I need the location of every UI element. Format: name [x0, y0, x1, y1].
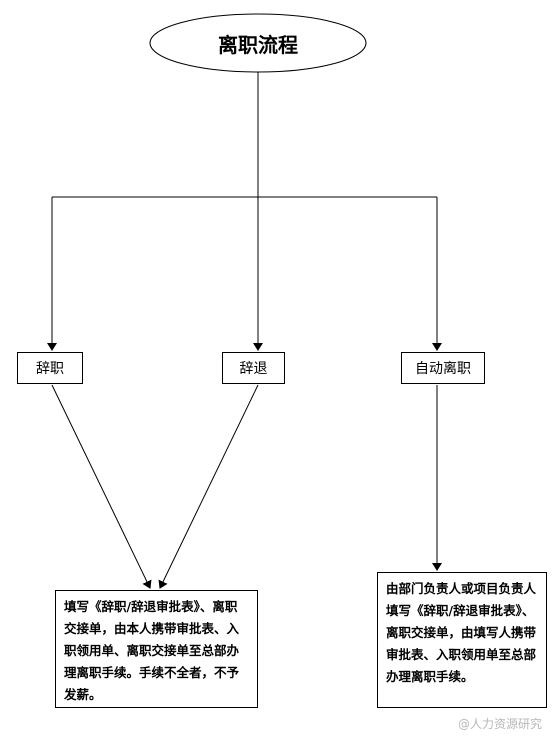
arrow-dismiss-to-left-note — [158, 384, 259, 589]
note-resign-dismiss-procedure: 填写《辞职/辞退审批表》、离职交接单，由本人携带审批表、入职领用单、离职交接单至… — [55, 590, 258, 708]
node-resign: 辞职 — [17, 352, 83, 384]
diagram-title: 离职流程 — [218, 32, 298, 57]
watermark-text: @人力资源研究 — [457, 717, 542, 731]
node-auto-leave: 自动离职 — [401, 352, 485, 384]
node-dismiss: 辞退 — [222, 352, 285, 384]
arrow-resign-to-left-note — [51, 384, 152, 589]
note-auto-leave-procedure: 由部门负责人或项目负责人填写《辞职/辞退审批表》、离职交接单，由填写人携带审批表… — [377, 572, 547, 708]
